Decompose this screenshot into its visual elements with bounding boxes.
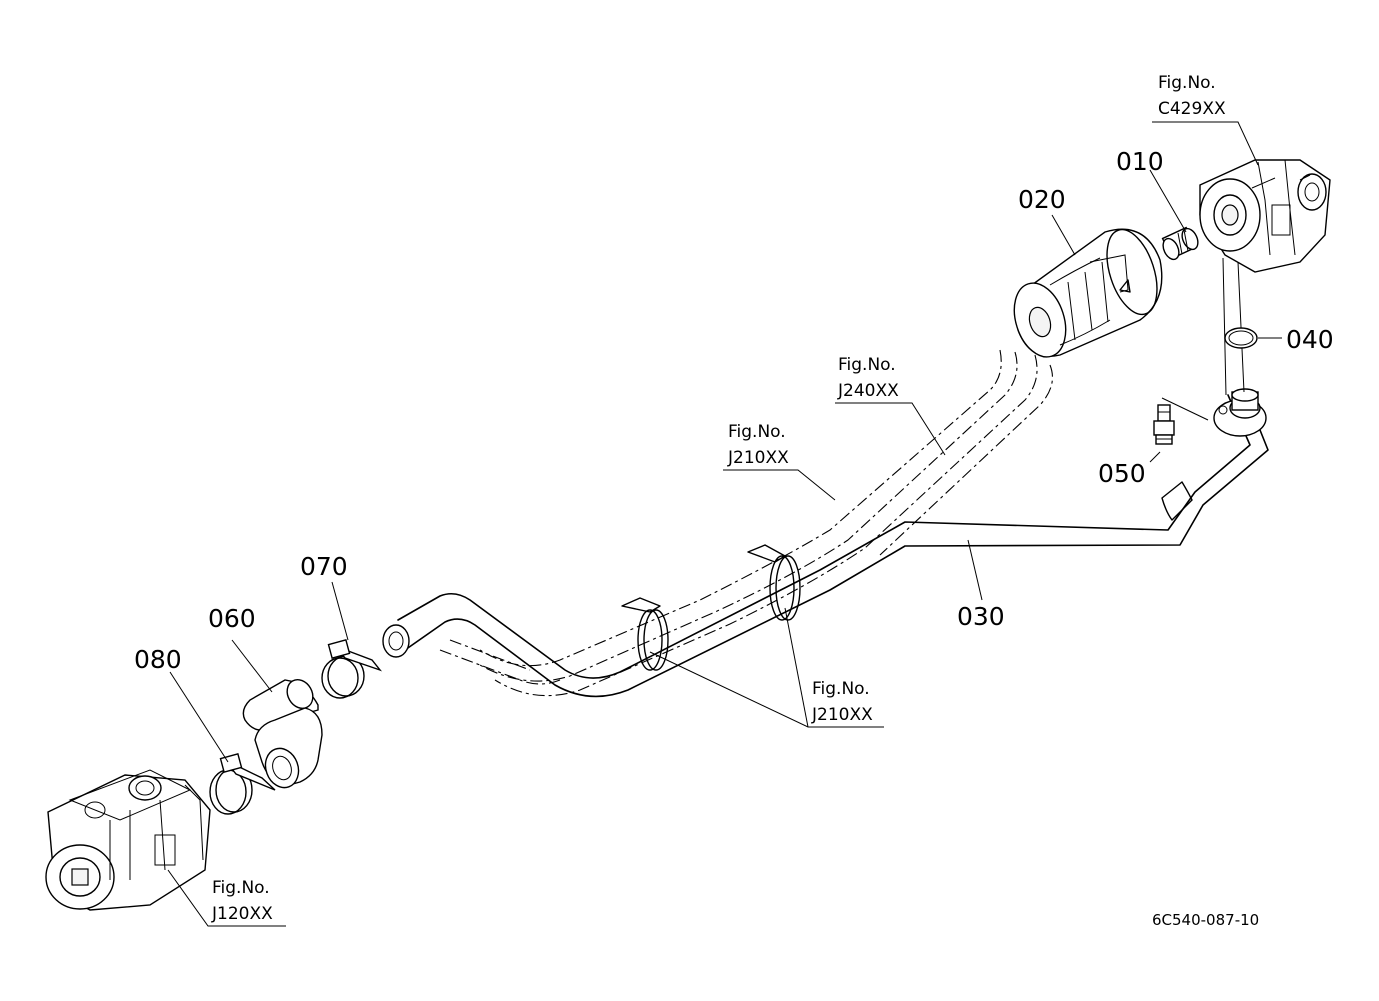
o-ring-040 — [1222, 257, 1282, 396]
svg-text:J120XX: J120XX — [211, 904, 273, 924]
fig-ref-j210-top: Fig.No. J210XX — [727, 422, 789, 468]
hydraulic-pump-j120 — [45, 769, 211, 911]
hose-clamp-080 — [209, 753, 276, 815]
part-label-020: 020 — [1018, 185, 1066, 214]
part-label-070: 070 — [300, 552, 348, 581]
svg-text:Fig.No.: Fig.No. — [812, 679, 870, 699]
filter-head-c429 — [1199, 159, 1331, 273]
part-label-030: 030 — [957, 602, 1005, 631]
part-label-040: 040 — [1286, 325, 1334, 354]
nipple-010 — [1161, 226, 1199, 261]
related-pipes-dashed — [439, 349, 1053, 697]
svg-text:J240XX: J240XX — [837, 381, 899, 401]
leader-lines — [167, 121, 1259, 927]
svg-text:Fig.No.: Fig.No. — [1158, 73, 1216, 93]
pipe-clamp-right — [747, 544, 801, 621]
fig-ref-j240: Fig.No. J240XX — [837, 355, 899, 401]
svg-text:Fig.No.: Fig.No. — [728, 422, 786, 442]
part-label-080: 080 — [134, 645, 182, 674]
svg-text:J210XX: J210XX — [727, 448, 789, 468]
drawing-code: 6C540-087-10 — [1152, 911, 1259, 929]
svg-text:Fig.No.: Fig.No. — [212, 878, 270, 898]
part-label-010: 010 — [1116, 147, 1164, 176]
hose-060 — [242, 678, 323, 789]
oil-filter-020 — [1013, 228, 1163, 358]
hose-clamp-070 — [321, 639, 383, 699]
part-label-050: 050 — [1098, 459, 1146, 488]
part-label-060: 060 — [208, 604, 256, 633]
pipe-030 — [382, 388, 1269, 698]
svg-text:J210XX: J210XX — [811, 705, 873, 725]
plug-050 — [1149, 397, 1209, 463]
fig-ref-j210-bottom: Fig.No. J210XX — [811, 679, 873, 725]
pipe-clamp-left — [621, 597, 669, 671]
fig-ref-j120: Fig.No. J120XX — [211, 878, 273, 924]
svg-text:C429XX: C429XX — [1158, 99, 1226, 119]
fig-ref-c429: Fig.No. C429XX — [1158, 73, 1226, 119]
svg-text:Fig.No.: Fig.No. — [838, 355, 896, 375]
